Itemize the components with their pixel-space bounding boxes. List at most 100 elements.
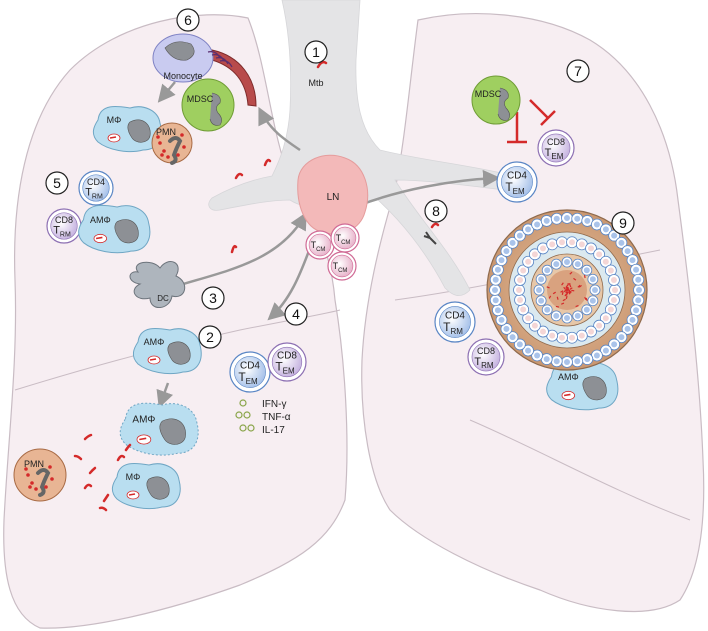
phagosome-mtb [564,394,570,395]
step-2-marker: 2 [199,326,221,348]
granuloma-cell-nucleus [618,240,624,246]
granuloma-cell-nucleus [579,241,585,247]
granuloma-cell-nucleus [603,348,609,354]
cd4-trm-left: CD4TRM [79,171,113,205]
step-number: 7 [574,63,582,79]
granuloma-cell-nucleus [584,267,590,273]
granuloma-cell-nucleus [612,287,618,293]
t-cell-cd-label: CD4 [87,177,105,187]
phagosome-mtb [150,359,156,360]
phagosome-mtb [129,494,135,495]
granuloma-cell-nucleus [540,329,546,335]
granuloma-cell-nucleus [584,356,590,362]
granuloma-cell-nucleus [544,356,550,362]
macrophage-label: MΦ [107,115,122,125]
granuloma-cell-nucleus [603,259,609,265]
cd4-tem-4: CD4TEM [230,352,270,392]
granuloma-cell-nucleus [544,267,550,273]
step-number: 1 [312,44,320,60]
mdsc-label: MDSC [475,89,502,99]
step-number: 9 [619,215,627,231]
pmn-granule [166,155,170,159]
granuloma-cell-nucleus [525,348,531,354]
granuloma-mtb [556,306,559,307]
granuloma-cell-nucleus [625,248,631,254]
phagosome-mtb [110,137,116,138]
granuloma-cell-nucleus [603,315,609,321]
step-8-marker: 8 [425,200,447,222]
step-number: 5 [53,175,61,191]
ln-label: LN [327,192,340,203]
t-cell-cd-label: CD8 [477,346,495,356]
mdsc-body [472,76,520,124]
cytokine-ifng: IFN-γ [262,399,286,410]
step-6-marker: 6 [177,9,199,31]
macrophage-body [79,205,150,252]
granuloma-cell-nucleus [520,307,526,313]
step-7-marker: 7 [567,60,589,82]
granuloma-cell-nucleus [629,317,635,323]
step-number: 4 [292,306,300,322]
granuloma-cell-nucleus [499,317,505,323]
macrophage-label: MΦ [126,472,141,482]
step-number: 3 [209,290,217,306]
pmn-granule [44,485,48,489]
step-5-marker: 5 [46,172,68,194]
granuloma-cell-nucleus [510,240,516,246]
granuloma-cell-nucleus [540,245,546,251]
pmn-label: PMN [24,459,44,469]
am-left-5: AMΦ [79,205,150,252]
granuloma-cell-nucleus [594,222,600,228]
macrophage-body [93,106,161,151]
granuloma-mtb [585,275,586,278]
granuloma-cell-nucleus [520,267,526,273]
granuloma-cell-nucleus [517,297,523,303]
phagosome-mtb [96,237,102,238]
granuloma-cell-nucleus [517,233,523,239]
cd8-trm-right: CD8TRM [468,339,504,375]
monocyte-label: Monocyte [163,71,202,81]
t-cell-cd-label: CD8 [55,215,73,225]
granuloma-cell-nucleus [575,261,581,267]
granuloma-cell-nucleus [575,313,581,319]
step-number: 6 [184,12,192,28]
step-number: 8 [432,203,440,219]
granuloma-mtb [566,292,569,293]
granuloma-cell-nucleus [553,261,559,267]
granuloma-cell-nucleus [559,335,565,341]
tcm-2: TCM [331,224,359,252]
am-step2: AMΦ [133,328,201,373]
macrophage-body [120,403,198,455]
granuloma-cell-nucleus [569,239,575,245]
granuloma-cell-nucleus [596,323,602,329]
tcm-3: TCM [328,252,356,280]
granuloma-cell-nucleus [625,326,631,332]
pmn-granule [180,133,184,137]
granuloma-cell-nucleus [608,267,614,273]
pmn-granule [28,485,32,489]
granuloma-cell-nucleus [579,333,585,339]
granuloma-cell-nucleus [510,334,516,340]
granuloma-cell-nucleus [611,341,617,347]
granuloma-cell-nucleus [608,307,614,313]
cytokine-tnfa: TNF-α [262,412,291,423]
granuloma-cell-nucleus [611,233,617,239]
pmn-granule [162,149,166,153]
lymph-node: LN [298,155,368,234]
pmn-granule [26,473,30,477]
granuloma-cell-nucleus [564,215,570,221]
granuloma-cell-nucleus [594,352,600,358]
granuloma-cell-nucleus [584,307,590,313]
macrophage-label: AMΦ [144,337,165,347]
pmn-granule [30,481,34,485]
granuloma-cell-nucleus [536,287,542,293]
granuloma-cell-nucleus [554,358,560,364]
granuloma-cell-nucleus [554,216,560,222]
step-3-marker: 3 [202,287,224,309]
cd8-tem-4: CD8TEM [268,343,306,381]
granuloma-cell-nucleus [592,287,598,293]
granuloma-cell-nucleus [525,259,531,265]
dc-label: DC [157,294,169,303]
mdsc-body [182,79,234,131]
